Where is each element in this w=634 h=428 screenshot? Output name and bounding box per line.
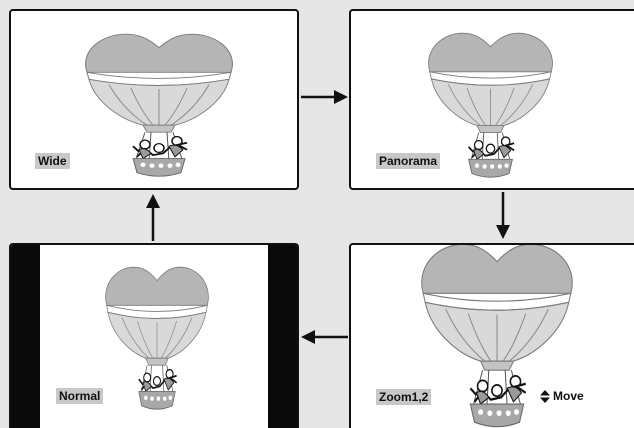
mode-label-wide: Wide [35, 153, 70, 169]
arrow-normal-to-wide [146, 194, 160, 241]
panorama-panel: Panorama [349, 9, 634, 190]
wide-panel: Wide [9, 9, 299, 190]
zoom-panel: Zoom1,2 Move [349, 243, 634, 428]
arrow-wide-to-panorama [301, 90, 348, 104]
up-down-triangle-icon [540, 389, 550, 403]
mode-label-panorama: Panorama [376, 153, 441, 169]
mode-label-normal: Normal [56, 388, 104, 404]
move-hint: Move [540, 389, 584, 403]
mode-label-zoom: Zoom1,2 [376, 389, 432, 405]
arrow-zoom-to-normal [301, 330, 348, 344]
normal-panel: Normal [9, 243, 299, 428]
pillarbox-bar-right [268, 245, 297, 428]
move-hint-text: Move [553, 389, 584, 403]
arrow-panorama-to-zoom [496, 192, 510, 239]
pillarbox-bar-left [11, 245, 40, 428]
